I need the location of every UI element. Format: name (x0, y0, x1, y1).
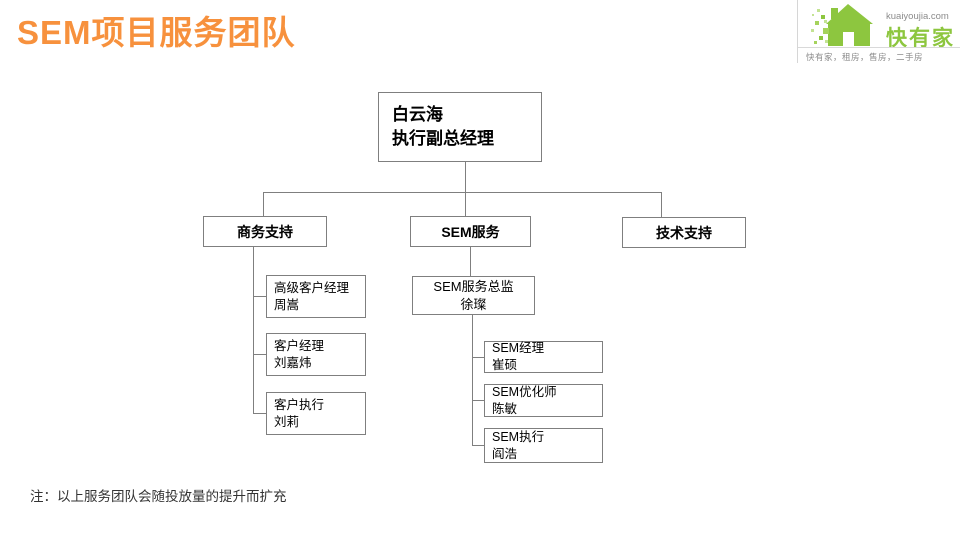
connector-biz-spine (253, 247, 254, 414)
org-box-member: SEM执行 阎浩 (484, 428, 603, 463)
connector-biz-stub-2 (253, 354, 266, 355)
connector-root-drop (465, 162, 466, 193)
member-title: SEM经理 (492, 341, 545, 355)
kuaiyoujia-logo: kuaiyoujia.com 快有家 快有家，租房，售房，二手房 (797, 0, 960, 63)
member-name: 周嵩 (274, 297, 300, 312)
connector-main-horizontal (263, 192, 662, 193)
member-title: SEM执行 (492, 429, 545, 444)
connector-branch-right-drop (661, 193, 662, 217)
connector-sem-stub-2 (472, 400, 484, 401)
root-name: 白云海 (392, 105, 443, 125)
connector-semdir-spine (472, 315, 473, 446)
branch-label: SEM服务 (441, 223, 500, 240)
root-title: 执行副总经理 (392, 129, 494, 148)
pixel-house-icon (811, 4, 873, 46)
connector-branch-left-drop (263, 193, 264, 216)
connector-biz-stub-1 (253, 296, 266, 297)
member-title: 高级客户经理 (274, 280, 350, 295)
org-box-branch-sem-service: SEM服务 (410, 216, 531, 247)
member-name: 崔硕 (492, 358, 518, 372)
branch-label: 技术支持 (656, 224, 712, 241)
connector-sem-to-director (470, 247, 471, 276)
org-box-member: SEM优化师 陈敏 (484, 384, 603, 417)
branch-label: 商务支持 (237, 223, 293, 240)
logo-tagline: 快有家，租房，售房，二手房 (806, 52, 924, 62)
org-box-branch-business-support: 商务支持 (203, 216, 327, 247)
director-name: 徐璨 (460, 296, 487, 312)
member-name: 阎浩 (492, 446, 518, 461)
director-title: SEM服务总监 (433, 278, 514, 294)
member-name: 刘莉 (274, 414, 300, 429)
connector-biz-stub-3 (253, 413, 266, 414)
member-name: 陈敏 (492, 401, 518, 416)
connector-branch-mid-drop (465, 193, 466, 216)
member-title: 客户经理 (274, 338, 325, 353)
org-box-member: 客户经理 刘嘉炜 (266, 333, 366, 376)
logo-domain-text: kuaiyoujia.com (886, 11, 949, 22)
org-box-member: 高级客户经理 周嵩 (266, 275, 366, 318)
org-box-sem-director: SEM服务总监 徐璨 (412, 276, 535, 315)
member-name: 刘嘉炜 (274, 355, 312, 370)
org-box-root: 白云海 执行副总经理 (378, 92, 542, 162)
logo-divider (798, 47, 960, 48)
member-title: 客户执行 (274, 397, 325, 412)
member-title: SEM优化师 (492, 384, 557, 399)
connector-sem-stub-1 (472, 357, 484, 358)
org-box-branch-tech-support: 技术支持 (622, 217, 746, 248)
org-box-member: 客户执行 刘莉 (266, 392, 366, 435)
footer-note: 注：以上服务团队会随投放量的提升而扩充 (30, 489, 287, 504)
connector-sem-stub-3 (472, 445, 484, 446)
page-title: SEM项目服务团队 (17, 14, 296, 51)
org-box-member: SEM经理 崔硕 (484, 341, 603, 373)
logo-brand-text: 快有家 (886, 27, 955, 50)
